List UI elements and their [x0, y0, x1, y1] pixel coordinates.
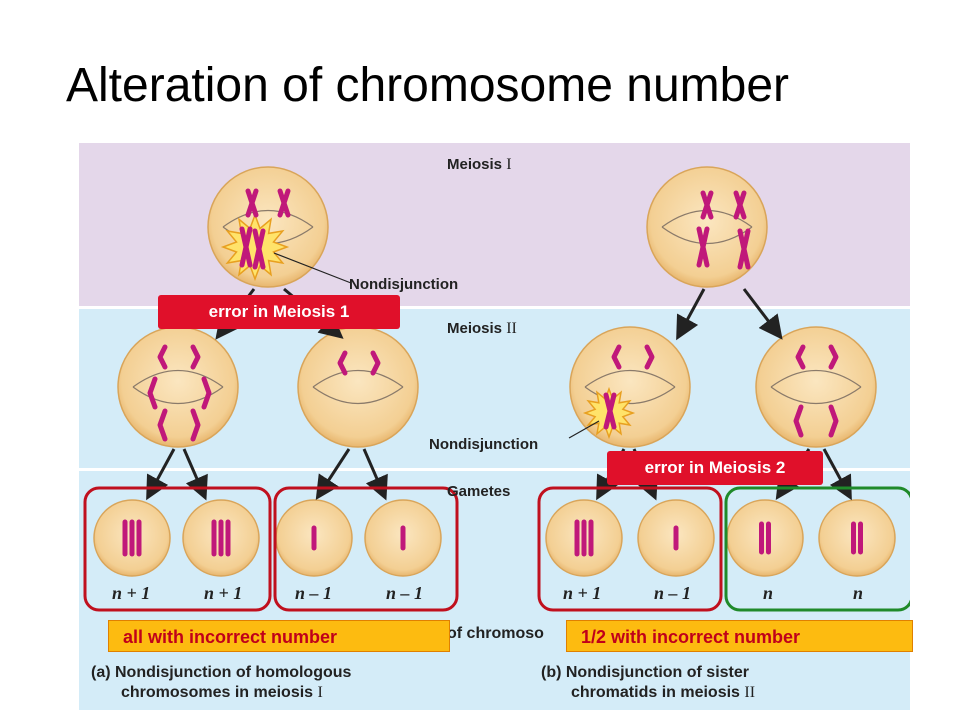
chromosome	[337, 350, 348, 376]
cell	[117, 326, 239, 448]
chromosome	[157, 344, 168, 370]
chromosome	[696, 226, 710, 268]
spindle-fiber	[312, 386, 404, 404]
half-incorrect-tag: 1/2 with incorrect number	[566, 620, 913, 652]
spindle-fiber	[132, 386, 224, 404]
caption-b-line2: chromatids in meiosis II	[571, 684, 756, 701]
meiosis-2-heading: Meiosis II	[447, 320, 517, 337]
all-incorrect-box-right	[273, 486, 459, 612]
error-meiosis-1-tag: error in Meiosis 1	[158, 295, 400, 329]
spindle-fiber	[222, 210, 314, 228]
spindle-fiber	[132, 370, 224, 388]
chromosome	[252, 228, 266, 270]
incorrect-box	[537, 486, 723, 612]
chromosome	[190, 344, 201, 370]
cell	[818, 499, 896, 577]
chromosome	[603, 392, 617, 430]
nondisjunction-burst	[220, 212, 290, 282]
gamete-label: n	[853, 583, 864, 603]
chromosome	[644, 344, 655, 370]
caption-a-line2: chromosomes in meiosis I	[121, 684, 323, 701]
cell	[297, 326, 419, 448]
spindle-fiber	[770, 386, 862, 404]
spindle-fiber	[584, 370, 676, 388]
gametes-heading: Gametes	[447, 483, 511, 500]
gamete-label: n	[763, 583, 774, 603]
chromosome	[277, 188, 291, 218]
pointer-line	[273, 252, 352, 284]
all-incorrect-box-left	[83, 486, 272, 612]
caption-a-line1: (a) Nondisjunction of homologous	[91, 664, 352, 681]
chromosome	[190, 408, 201, 442]
cell	[569, 326, 691, 448]
chromosome	[793, 404, 804, 438]
nondisjunction-label-2: Nondisjunction	[429, 436, 539, 453]
chromosome	[157, 408, 168, 442]
chromosome	[795, 344, 806, 370]
spindle-fiber	[312, 370, 404, 388]
chromosome	[611, 344, 622, 370]
chromosome	[245, 188, 259, 218]
all-incorrect-tag: all with incorrect number	[108, 620, 450, 652]
meiosis-1-heading: Meiosis I	[447, 156, 512, 173]
chromosome	[147, 376, 158, 410]
gamete-label: n + 1	[112, 583, 151, 603]
cell	[726, 499, 804, 577]
arrow	[742, 288, 783, 340]
chromosome	[737, 228, 751, 270]
nondisjunction-diagram: Meiosis I Meiosis II Gametes Nondisjunct…	[79, 143, 910, 710]
caption-a: (a) Nondisjunction of homologous chromos…	[91, 663, 351, 703]
partial-caption-text: of chromoso	[447, 625, 544, 642]
pointer-line	[568, 420, 600, 439]
gamete-label: n – 1	[295, 583, 333, 603]
caption-b-line1: (b) Nondisjunction of sister	[541, 664, 749, 681]
chromosome	[700, 190, 714, 220]
gamete-label: n – 1	[654, 583, 692, 603]
gamete-label: n – 1	[386, 583, 424, 603]
correct-box	[724, 486, 910, 612]
chromosome	[201, 376, 212, 410]
chromosome	[239, 226, 253, 268]
error-meiosis-2-tag: error in Meiosis 2	[607, 451, 823, 485]
cell-illustration	[83, 166, 910, 612]
arrow	[676, 288, 706, 341]
spindle-fiber	[770, 370, 862, 388]
chromosome	[370, 350, 381, 376]
nondisjunction-label-1: Nondisjunction	[349, 276, 459, 293]
spindle-fiber	[584, 386, 676, 404]
chromosome	[828, 344, 839, 370]
gamete-label: n + 1	[563, 583, 602, 603]
chromosome	[828, 404, 839, 438]
cell	[755, 326, 877, 448]
slide-title: Alteration of chromosome number	[66, 59, 789, 112]
gamete-label: n + 1	[204, 583, 243, 603]
chromosome	[733, 190, 747, 220]
caption-b: (b) Nondisjunction of sister chromatids …	[541, 663, 755, 703]
